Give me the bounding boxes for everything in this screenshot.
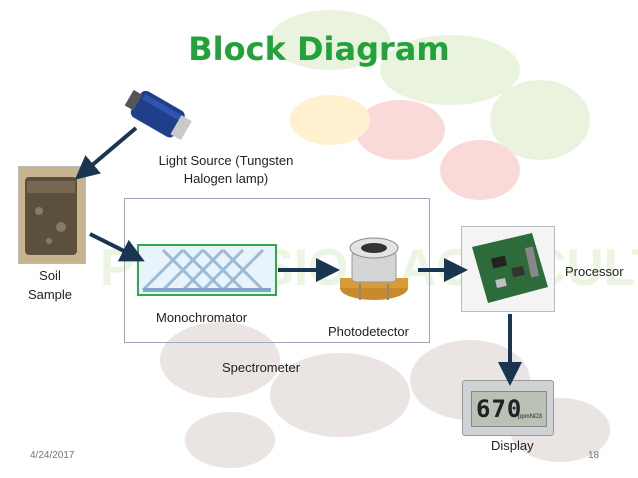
soil-sample-label: Soil Sample bbox=[27, 268, 73, 302]
display-unit: ppmNO3 bbox=[518, 414, 543, 420]
page-title: Block Diagram bbox=[188, 30, 450, 68]
display-reading: 670 bbox=[476, 395, 523, 423]
spectrometer-label: Spectrometer bbox=[222, 360, 301, 375]
photodetector-image bbox=[340, 237, 408, 300]
light-source-image bbox=[124, 89, 192, 141]
footer-page-number: 18 bbox=[588, 450, 600, 461]
monochromator-label: Monochromator bbox=[156, 310, 248, 325]
processor-image bbox=[461, 226, 555, 312]
display-device: 670 ppmNO3 bbox=[462, 380, 554, 436]
display-screen: 670 ppmNO3 bbox=[471, 391, 547, 427]
photodetector-label: Photodetector bbox=[328, 324, 409, 339]
footer-date: 4/24/2017 bbox=[30, 450, 75, 461]
monochromator-image bbox=[137, 244, 277, 296]
processor-label: Processor bbox=[565, 264, 624, 279]
display-label: Display bbox=[491, 438, 534, 453]
light-source-label: Light Source (Tungsten Halogen lamp) bbox=[158, 153, 294, 186]
soil-sample-image bbox=[18, 166, 86, 264]
